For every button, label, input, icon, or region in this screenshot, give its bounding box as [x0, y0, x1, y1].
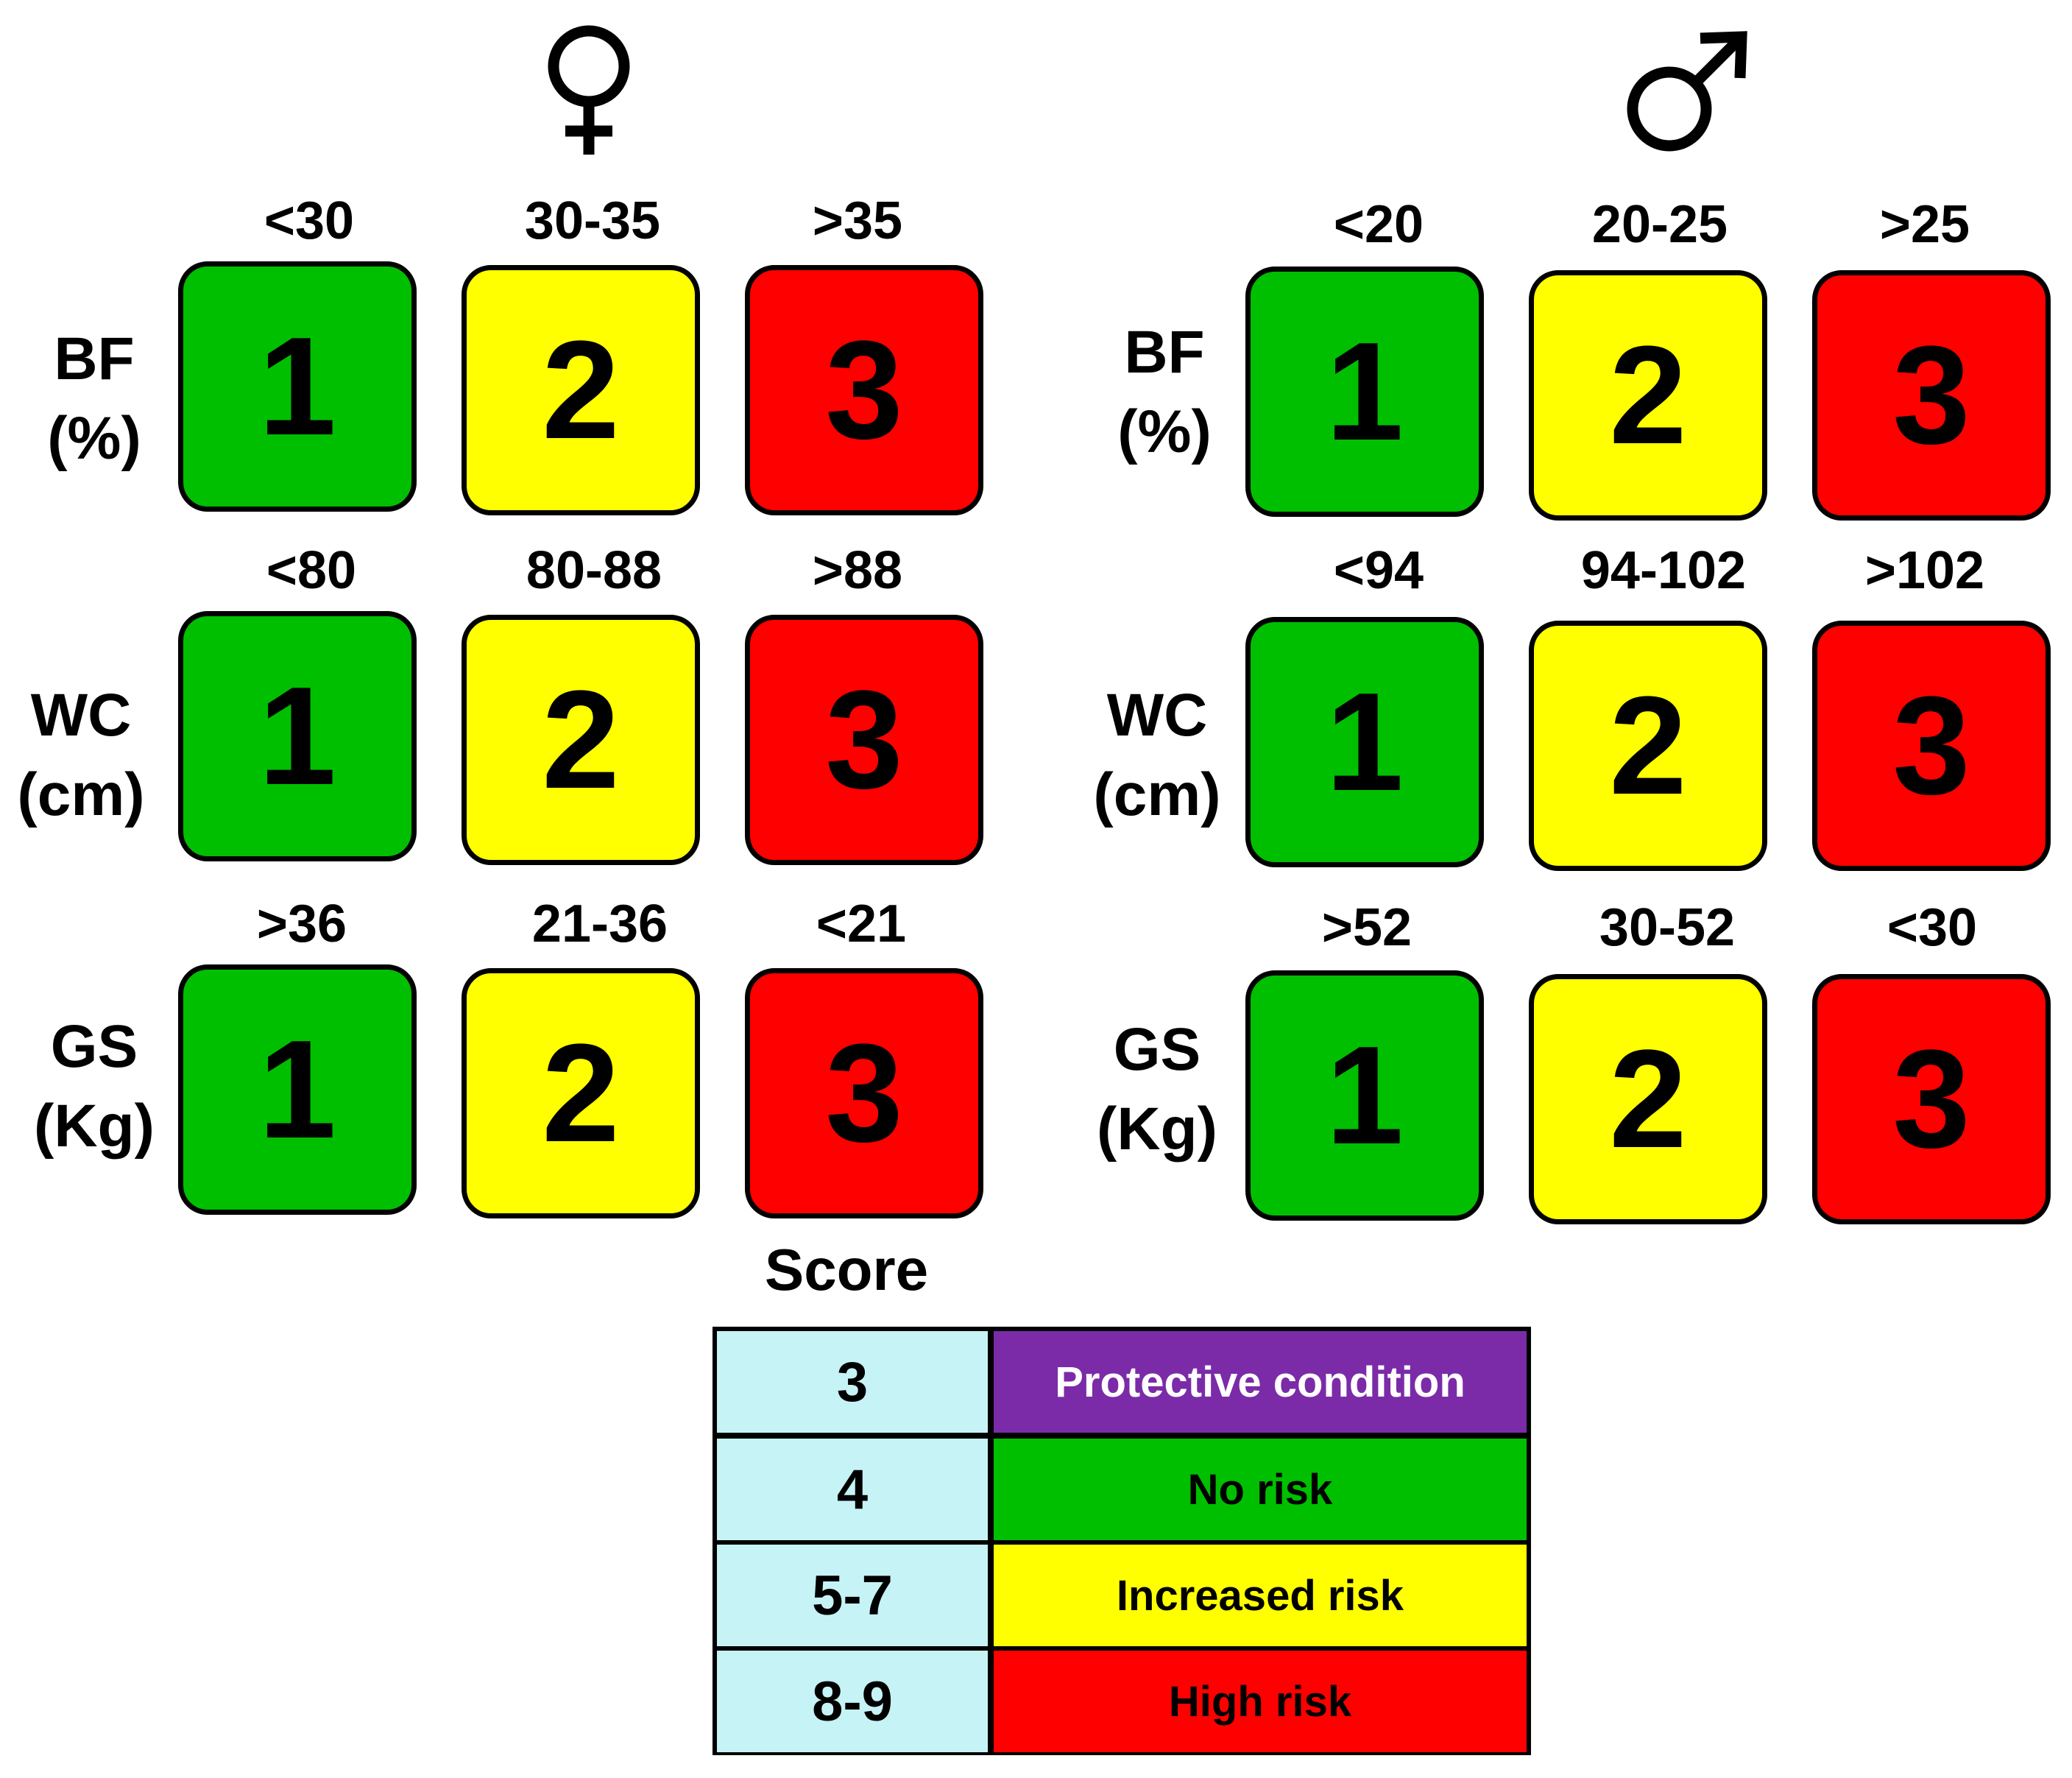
score-box-green: 1	[1245, 617, 1484, 867]
score-box-red: 3	[1812, 270, 2051, 521]
row-label-name: GS	[1113, 1016, 1201, 1083]
score-box-yellow: 2	[1529, 974, 1767, 1224]
legend-score: 3	[717, 1331, 988, 1433]
legend-row: 3 Protective condition	[717, 1331, 1527, 1433]
row-label-name: BF	[1124, 319, 1205, 386]
score-box-green: 1	[178, 261, 417, 512]
score-box-green: 1	[178, 964, 417, 1215]
row-label-unit: (cm)	[17, 761, 145, 828]
male-panel: BF (%) <20 20-25 >25 1 2 3 WC (cm) <94 9…	[1067, 0, 2072, 1252]
score-box-red: 3	[745, 968, 983, 1218]
score-legend-table: 3 Protective condition 4 No risk 5-7 Inc…	[713, 1327, 1531, 1755]
score-box-red: 3	[745, 265, 983, 515]
score-box-green: 1	[178, 611, 417, 861]
legend-category: Increased risk	[994, 1545, 1527, 1646]
row-label-bf: BF (%)	[13, 320, 175, 479]
score-box-yellow: 2	[1529, 621, 1767, 871]
range-label: 94-102	[1580, 541, 1747, 600]
row-label-gs: GS (Kg)	[13, 1007, 175, 1166]
score-box-yellow: 2	[1529, 270, 1767, 521]
range-label: 21-36	[531, 895, 668, 953]
legend-category: High risk	[994, 1651, 1527, 1752]
score-box-green: 1	[1245, 267, 1484, 517]
score-box-red: 3	[745, 615, 983, 865]
row-label-name: BF	[54, 325, 135, 392]
range-label: 30-52	[1599, 898, 1736, 957]
legend-score: 4	[717, 1439, 988, 1540]
legend-row: 8-9 High risk	[717, 1651, 1527, 1752]
row-label-unit: (%)	[47, 405, 141, 472]
range-label: <94	[1333, 541, 1424, 600]
score-box-red: 3	[1812, 621, 2051, 871]
score-box-yellow: 2	[462, 265, 700, 515]
row-label-name: WC	[1106, 682, 1208, 749]
row-label-wc: WC (cm)	[1076, 676, 1238, 835]
range-label: >35	[812, 191, 903, 250]
range-label: 30-35	[524, 191, 661, 250]
legend-title: Score	[764, 1237, 929, 1302]
score-box-yellow: 2	[462, 968, 700, 1218]
range-label: <30	[264, 191, 355, 250]
legend-row: 4 No risk	[717, 1439, 1527, 1540]
range-label: <21	[816, 895, 907, 953]
row-label-name: GS	[50, 1013, 138, 1080]
range-label: 20-25	[1591, 195, 1728, 254]
legend-category: Protective condition	[994, 1331, 1527, 1433]
range-label: <20	[1333, 195, 1424, 254]
range-label: >36	[256, 895, 347, 953]
male-symbol-icon	[1627, 31, 1747, 152]
range-label: >88	[812, 541, 903, 600]
legend-score: 5-7	[717, 1545, 988, 1646]
female-symbol-icon	[548, 25, 630, 155]
row-label-unit: (%)	[1117, 398, 1212, 465]
row-label-name: WC	[30, 682, 132, 749]
legend-row: 5-7 Increased risk	[717, 1545, 1527, 1646]
score-box-red: 3	[1812, 974, 2051, 1224]
row-label-unit: (cm)	[1093, 761, 1221, 828]
range-label: 80-88	[526, 541, 662, 600]
row-label-bf: BF (%)	[1083, 313, 1245, 472]
row-label-gs: GS (Kg)	[1076, 1010, 1238, 1169]
row-label-unit: (Kg)	[34, 1093, 155, 1160]
legend-category: No risk	[994, 1439, 1527, 1540]
range-label: <30	[1887, 898, 1978, 957]
female-panel: BF (%) <30 30-35 >35 1 2 3 WC (cm) <80 8…	[0, 0, 1030, 1252]
row-label-wc: WC (cm)	[0, 676, 162, 835]
score-box-green: 1	[1245, 970, 1484, 1221]
row-label-unit: (Kg)	[1097, 1096, 1217, 1163]
score-box-yellow: 2	[462, 615, 700, 865]
range-label: <80	[266, 541, 357, 600]
range-label: >102	[1864, 541, 1985, 600]
legend-score: 8-9	[717, 1651, 988, 1752]
range-label: >52	[1321, 898, 1412, 957]
range-label: >25	[1879, 195, 1970, 254]
